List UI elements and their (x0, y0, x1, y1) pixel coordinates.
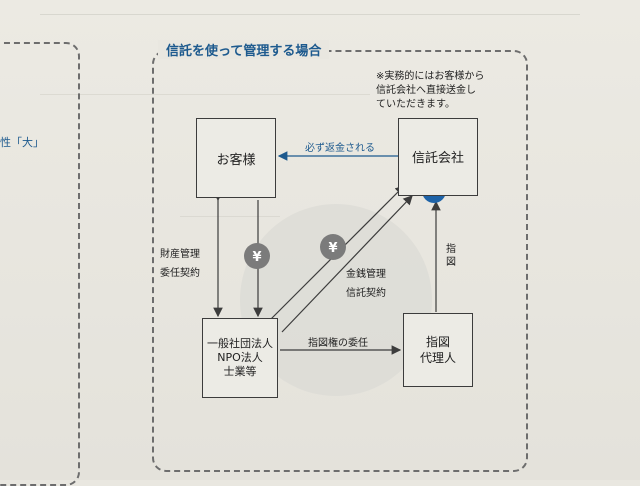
note-line-1: ※実務的にはお客様から (376, 71, 485, 82)
watermark-circle (240, 204, 432, 396)
bleed-through (40, 94, 370, 105)
node-trust-company-label: 信託会社 (411, 151, 464, 166)
bleed-through (180, 216, 280, 227)
edge-label-asset-mgmt-2: 委任契約 (160, 268, 200, 279)
node-corp-line-2: NPO法人 (217, 351, 263, 364)
note: ※実務的にはお客様から 信託会社へ直接送金し ていただきます。 (376, 70, 484, 112)
edge-label-direction-text: 指図 (446, 244, 456, 268)
edge-label-direction: 指図 (446, 243, 458, 269)
edge-label-asset-mgmt-1: 財産管理 (160, 249, 200, 260)
node-agent-line-1: 指図 (425, 335, 450, 349)
panel-title: 信託を使って管理する場合 (158, 40, 330, 59)
yen-symbol-gray-1: ¥ (252, 250, 261, 265)
arrow-corp-to-trust-2 (281, 195, 413, 333)
node-corp-line-1: 一般社団法人 (207, 337, 273, 350)
bleed-through (40, 14, 580, 25)
main-panel-border (152, 50, 528, 472)
node-agent: 指図 代理人 (403, 313, 473, 387)
node-agent-line-2: 代理人 (419, 351, 456, 365)
left-panel-fragment: 性「大」 (0, 136, 44, 149)
yen-symbol-gray-2: ¥ (328, 241, 337, 256)
yen-coin-gray-1 (244, 243, 270, 269)
edge-label-money-mgmt-1: 金銭管理 (346, 269, 386, 280)
note-line-3: ていただきます。 (376, 99, 455, 110)
node-corp-line-3: 士業等 (223, 365, 257, 378)
node-customer-label: お客様 (216, 152, 256, 168)
yen-coin-gray-2 (320, 234, 346, 260)
note-line-2: 信託会社へ直接送金し (376, 85, 476, 96)
edge-label-delegation: 指図権の委任 (308, 338, 368, 349)
node-customer: お客様 (196, 118, 276, 198)
node-corporation: 一般社団法人 NPO法人 士業等 (202, 318, 278, 398)
edge-label-money-mgmt-2: 信託契約 (346, 288, 386, 299)
node-trust-company: 信託会社 (398, 118, 478, 196)
edge-label-return: 必ず返金される (305, 143, 375, 154)
